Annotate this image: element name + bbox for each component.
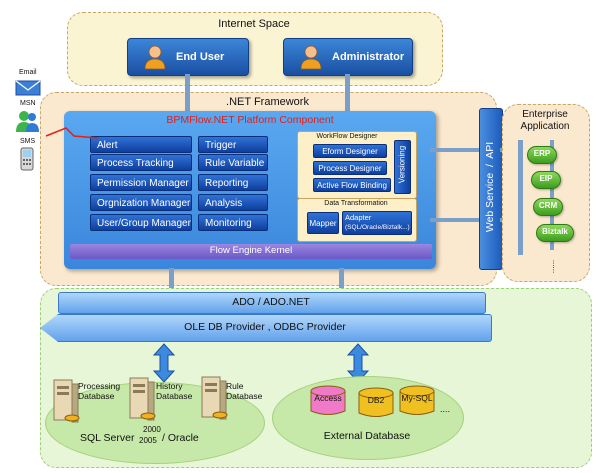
sql-server-ellipse: [45, 382, 265, 464]
web-service-api-label: Web Service / API: [484, 141, 496, 233]
enterprise-title-line1: Enterprise: [522, 109, 568, 120]
ado-bar[interactable]: [58, 292, 486, 314]
connector-net-to-ado-right: [339, 268, 344, 298]
server-icon: [129, 377, 156, 421]
enterprise-item-crm[interactable]: CRM: [533, 198, 563, 216]
end-user-button[interactable]: End User: [127, 38, 249, 76]
enterprise-item-biztalk[interactable]: Biztalk: [536, 224, 574, 242]
end-user-label: End User: [176, 51, 225, 63]
administrator-label: Administrator: [332, 51, 405, 63]
eform-designer-item[interactable]: Eform Designer: [313, 144, 387, 158]
component-item-reporting[interactable]: Reporting: [198, 174, 268, 191]
external-db-label-2: My-SQL: [401, 393, 433, 403]
component-item-permission-manager[interactable]: Permission Manager: [90, 174, 192, 191]
adapter-item[interactable]: Adapter (SQL/Oracle/Biztalk...): [342, 211, 412, 235]
external-db-access[interactable]: Access: [309, 384, 347, 418]
msn-icon: [16, 111, 39, 132]
oledb-label: OLE DB Provider , ODBC Provider: [184, 321, 346, 333]
adapter-line1: Adapter: [345, 213, 372, 222]
msn-label: MSN: [20, 100, 36, 107]
server-icon: [201, 376, 228, 420]
processing-db-line1: Processing: [78, 381, 121, 391]
history-db-line1: History: [156, 381, 183, 391]
connector-to-webservice-bottom: [430, 218, 480, 222]
enterprise-zone: [502, 104, 590, 282]
external-db-label-1: DB2: [367, 395, 385, 405]
external-db-my-sql[interactable]: My-SQL: [398, 384, 436, 418]
component-item-analysis[interactable]: Analysis: [198, 194, 268, 211]
database-cylinder-icon: [399, 385, 435, 415]
external-db-label: External Database: [323, 430, 411, 442]
component-item-rule-variable[interactable]: Rule Variable: [198, 154, 268, 171]
phone-icon: [20, 147, 34, 171]
sql-server-oracle: / Oracle: [162, 432, 199, 444]
internet-space-title: Internet Space: [218, 18, 290, 30]
ado-label: ADO / ADO.NET: [232, 296, 310, 308]
active-flow-binding-item[interactable]: Active Flow Binding: [313, 178, 391, 192]
data-transformation-title: Data Transformation: [324, 200, 388, 207]
server-icon: [53, 379, 80, 423]
administrator-button[interactable]: Administrator: [283, 38, 413, 76]
external-db-ellipsis: ....: [440, 404, 451, 414]
email-icon: [15, 80, 41, 96]
enterprise-item-eip[interactable]: EIP: [531, 171, 561, 189]
database-cylinder-icon: [358, 387, 394, 417]
enterprise-spine: [518, 140, 523, 255]
sql-server-label: SQL Server: [80, 432, 135, 444]
flow-engine-kernel[interactable]: [70, 244, 432, 259]
sms-label: SMS: [20, 138, 36, 145]
rule-db-line1: Rule: [226, 381, 244, 391]
alert-link-line: [45, 127, 99, 139]
component-item-user-group-manager[interactable]: User/Group Manager: [90, 214, 192, 231]
connector-net-to-ado-left: [169, 268, 174, 298]
workflow-designer-title: WorkFlow Designer: [316, 133, 378, 140]
enterprise-item-erp[interactable]: ERP: [527, 146, 557, 164]
component-item-process-tracking[interactable]: Process Tracking: [90, 154, 192, 171]
user-icon: [144, 45, 166, 70]
enterprise-title-line2: Application: [520, 121, 570, 132]
database-cylinder-icon: [310, 385, 346, 415]
enterprise-ellipsis: ......: [551, 259, 561, 274]
net-framework-title: .NET Framework: [226, 96, 309, 108]
email-label: Email: [19, 69, 37, 76]
flow-engine-kernel-label: Flow Engine Kernel: [209, 245, 293, 256]
rule-db-line2: Database: [226, 391, 263, 401]
processing-db-line2: Database: [78, 391, 115, 401]
sql-server-years-2: 2005: [139, 436, 157, 445]
component-item-alert[interactable]: Alert: [90, 136, 192, 153]
connector-admin: [345, 74, 350, 114]
external-db-label-0: Access: [314, 393, 342, 403]
component-item-monitoring[interactable]: Monitoring: [198, 214, 268, 231]
connector-to-webservice-top: [430, 148, 480, 152]
admin-icon: [300, 45, 322, 70]
process-designer-item[interactable]: Process Designer: [313, 161, 387, 175]
connector-end-user: [185, 74, 190, 114]
history-db-line2: Database: [156, 391, 193, 401]
component-title: BPMFlow.NET Platform Component: [166, 114, 334, 126]
component-item-trigger[interactable]: Trigger: [198, 136, 268, 153]
mapper-item[interactable]: Mapper: [307, 212, 339, 234]
versioning-label: Versioning: [397, 145, 407, 184]
sql-server-years-1: 2000: [143, 425, 161, 434]
versioning-bar[interactable]: [394, 140, 411, 194]
adapter-line2: (SQL/Oracle/Biztalk...): [345, 224, 410, 231]
enterprise-spine-2: [550, 140, 554, 250]
external-db-db2[interactable]: DB2: [357, 386, 395, 420]
oledb-bar[interactable]: [40, 314, 492, 342]
component-item-orgnization-manager[interactable]: Orgnization Manager: [90, 194, 192, 211]
